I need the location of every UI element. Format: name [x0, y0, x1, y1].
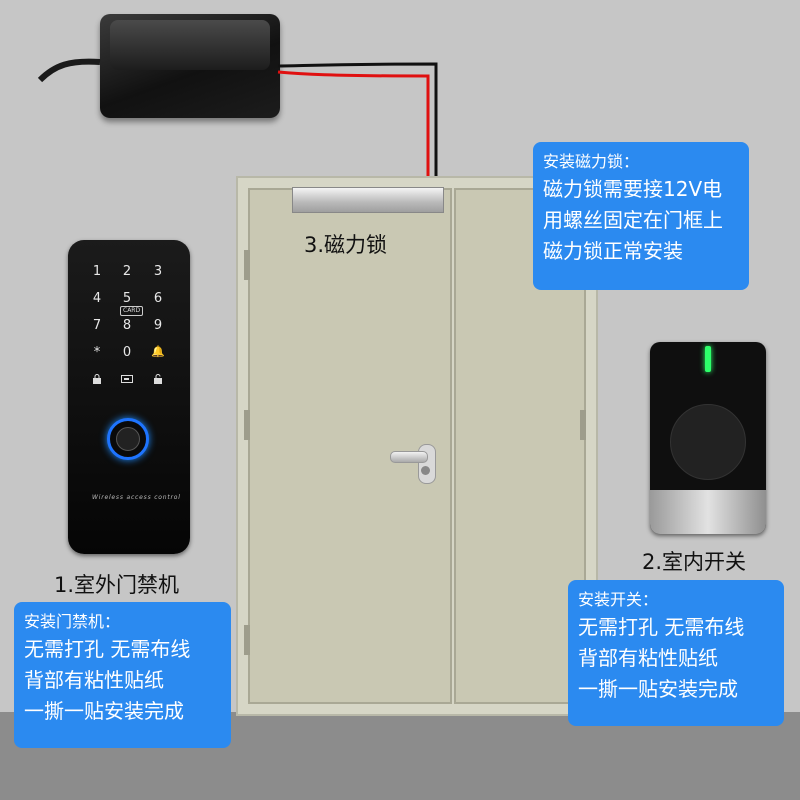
hinge: [244, 250, 250, 280]
keypad-info-line: 背部有粘性贴纸: [24, 668, 164, 692]
fingerprint-sensor-icon: [116, 427, 140, 451]
key-7: 7: [92, 318, 102, 333]
lock-icon: [93, 374, 101, 384]
card-icon: [121, 375, 133, 383]
key-9: 9: [153, 318, 163, 333]
keypad-info-box: 安装门禁机： 无需打孔 无需布线 背部有粘性贴纸 一撕一贴安装完成: [14, 602, 231, 748]
card-reader-tag: CARD: [120, 306, 144, 316]
key-0: 0: [122, 345, 132, 360]
magnetic-lock: [292, 187, 444, 213]
key-8: 8: [122, 318, 132, 333]
hinge: [244, 625, 250, 655]
maglock-info-title: 安装磁力锁：: [543, 152, 640, 171]
bell-icon: 🔔: [151, 345, 165, 358]
keypad-info-title: 安装门禁机：: [24, 612, 121, 631]
switch-info-title: 安装开关：: [578, 590, 659, 609]
keypad-info-line: 一撕一贴安装完成: [24, 699, 184, 723]
door-handle-plate: [418, 444, 436, 484]
power-adapter-top: [110, 20, 270, 70]
exit-switch-metal-plate: [650, 490, 766, 534]
access-keypad: [68, 240, 190, 554]
led-indicator: [705, 346, 711, 372]
switch-info-line: 无需打孔 无需布线: [578, 615, 745, 639]
switch-info-line: 背部有粘性贴纸: [578, 646, 718, 670]
unlock-icon: [154, 374, 162, 384]
keypad-label: 1.室外门禁机: [54, 573, 180, 597]
maglock-info-box: 安装磁力锁： 磁力锁需要接12V电 用螺丝固定在门框上 磁力锁正常安装: [533, 142, 749, 290]
key-star: *: [93, 345, 101, 360]
hinge: [244, 410, 250, 440]
maglock-info-line: 磁力锁需要接12V电: [543, 177, 723, 201]
key-4: 4: [92, 291, 102, 306]
switch-info-line: 一撕一贴安装完成: [578, 677, 738, 701]
maglock-info-line: 用螺丝固定在门框上: [543, 208, 723, 232]
door-leaf-left: [248, 188, 452, 704]
key-3: 3: [153, 264, 163, 279]
hinge: [580, 410, 586, 440]
exit-switch-label: 2.室内开关: [642, 550, 747, 574]
key-2: 2: [122, 264, 132, 279]
keypad-info-line: 无需打孔 无需布线: [24, 637, 191, 661]
keyhole: [421, 466, 430, 475]
key-6: 6: [153, 291, 163, 306]
maglock-label: 3.磁力锁: [304, 233, 388, 257]
keypad-brand: Wireless access control: [92, 494, 181, 501]
door-handle: [390, 451, 428, 463]
switch-info-box: 安装开关： 无需打孔 无需布线 背部有粘性贴纸 一撕一贴安装完成: [568, 580, 784, 726]
exit-button-circle: [670, 404, 746, 480]
key-5: 5: [122, 291, 132, 306]
key-1: 1: [92, 264, 102, 279]
maglock-info-line: 磁力锁正常安装: [543, 239, 683, 263]
